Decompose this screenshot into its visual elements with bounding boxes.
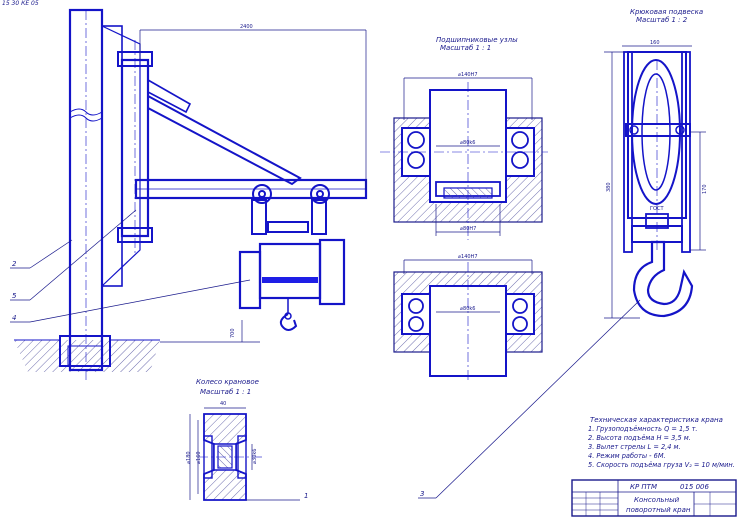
- dim-wheel-d3: ⌀30k6: [252, 449, 258, 464]
- pulley-title: Крюковая подвеска: [630, 8, 703, 16]
- dim-bearing-bottom-bore: ⌀80k6: [460, 306, 475, 312]
- wheel-dims: [189, 407, 300, 501]
- bearing-unit-bottom: [393, 262, 543, 380]
- callout-5: 5: [12, 292, 17, 300]
- spec-item-3: 3. Вылет стрелы L = 2,4 м.: [588, 443, 681, 451]
- hook-block: [623, 51, 694, 318]
- callout-3: 3: [420, 490, 424, 498]
- crane-main-view: [14, 8, 368, 380]
- spec-item-5: 5. Скорость подъёма груза V₂ = 10 м/мин.: [588, 461, 735, 469]
- dim-bearing-top-outer: ⌀140Н7: [458, 72, 478, 78]
- callout-3-leader: [418, 299, 641, 499]
- spec-item-4: 4. Режим работы - 6М.: [588, 452, 666, 460]
- callout-4: 4: [12, 314, 16, 322]
- callout-2: 2: [12, 260, 17, 268]
- dim-pulley-width: 160: [650, 40, 660, 46]
- dim-pulley-inner: 170: [702, 184, 708, 194]
- hook-label: ГОСТ: [650, 206, 664, 212]
- pulley-scale: Масштаб 1 : 2: [636, 16, 688, 24]
- dim-bearing-top-bore: ⌀80k6: [460, 140, 475, 146]
- specs-title: Техническая характеристика крана: [590, 416, 723, 424]
- corner-text: 15 30 КЕ 05: [2, 0, 39, 7]
- main-callout-leaders: [10, 209, 251, 323]
- bearing-scale: Масштаб 1 : 1: [440, 44, 491, 52]
- wheel-scale: Масштаб 1 : 1: [200, 388, 251, 396]
- dim-bearing-top-lower: ⌀80Н7: [460, 226, 476, 232]
- dim-wheel-width: 40: [220, 401, 226, 407]
- bearing-bottom-dims: [403, 259, 533, 313]
- dim-jib-length: 2400: [240, 24, 253, 30]
- title-code-left: КР ПТМ: [630, 483, 657, 491]
- callout-1: 1: [304, 492, 308, 500]
- main-dimensions: [139, 29, 367, 343]
- title-name-line1: Консольный: [634, 496, 680, 504]
- dim-bearing-bottom-outer: ⌀140Н7: [458, 254, 478, 260]
- bearing-top-dims: [403, 77, 533, 236]
- bearing-title: Подшипниковые узлы: [436, 36, 518, 44]
- spec-item-2: 2. Высота подъёма Н = 3,5 м.: [588, 434, 691, 442]
- spec-item-1: 1. Грузоподъёмность Q = 1,5 т.: [588, 425, 698, 433]
- title-code-right: 015 006: [680, 483, 709, 491]
- dim-trolley-drop: 700: [230, 328, 236, 338]
- dim-pulley-height: 380: [606, 182, 612, 192]
- tech-specs: Техническая характеристика крана 1. Груз…: [588, 416, 735, 469]
- title-name-line2: поворотный кран: [626, 506, 691, 514]
- dim-wheel-d1: ⌀180: [186, 451, 192, 464]
- wheel-title: Колесо крановое: [196, 378, 259, 386]
- title-block: [571, 479, 737, 517]
- dim-wheel-d2: ⌀160: [196, 451, 202, 464]
- hook-block-dims: [604, 45, 706, 319]
